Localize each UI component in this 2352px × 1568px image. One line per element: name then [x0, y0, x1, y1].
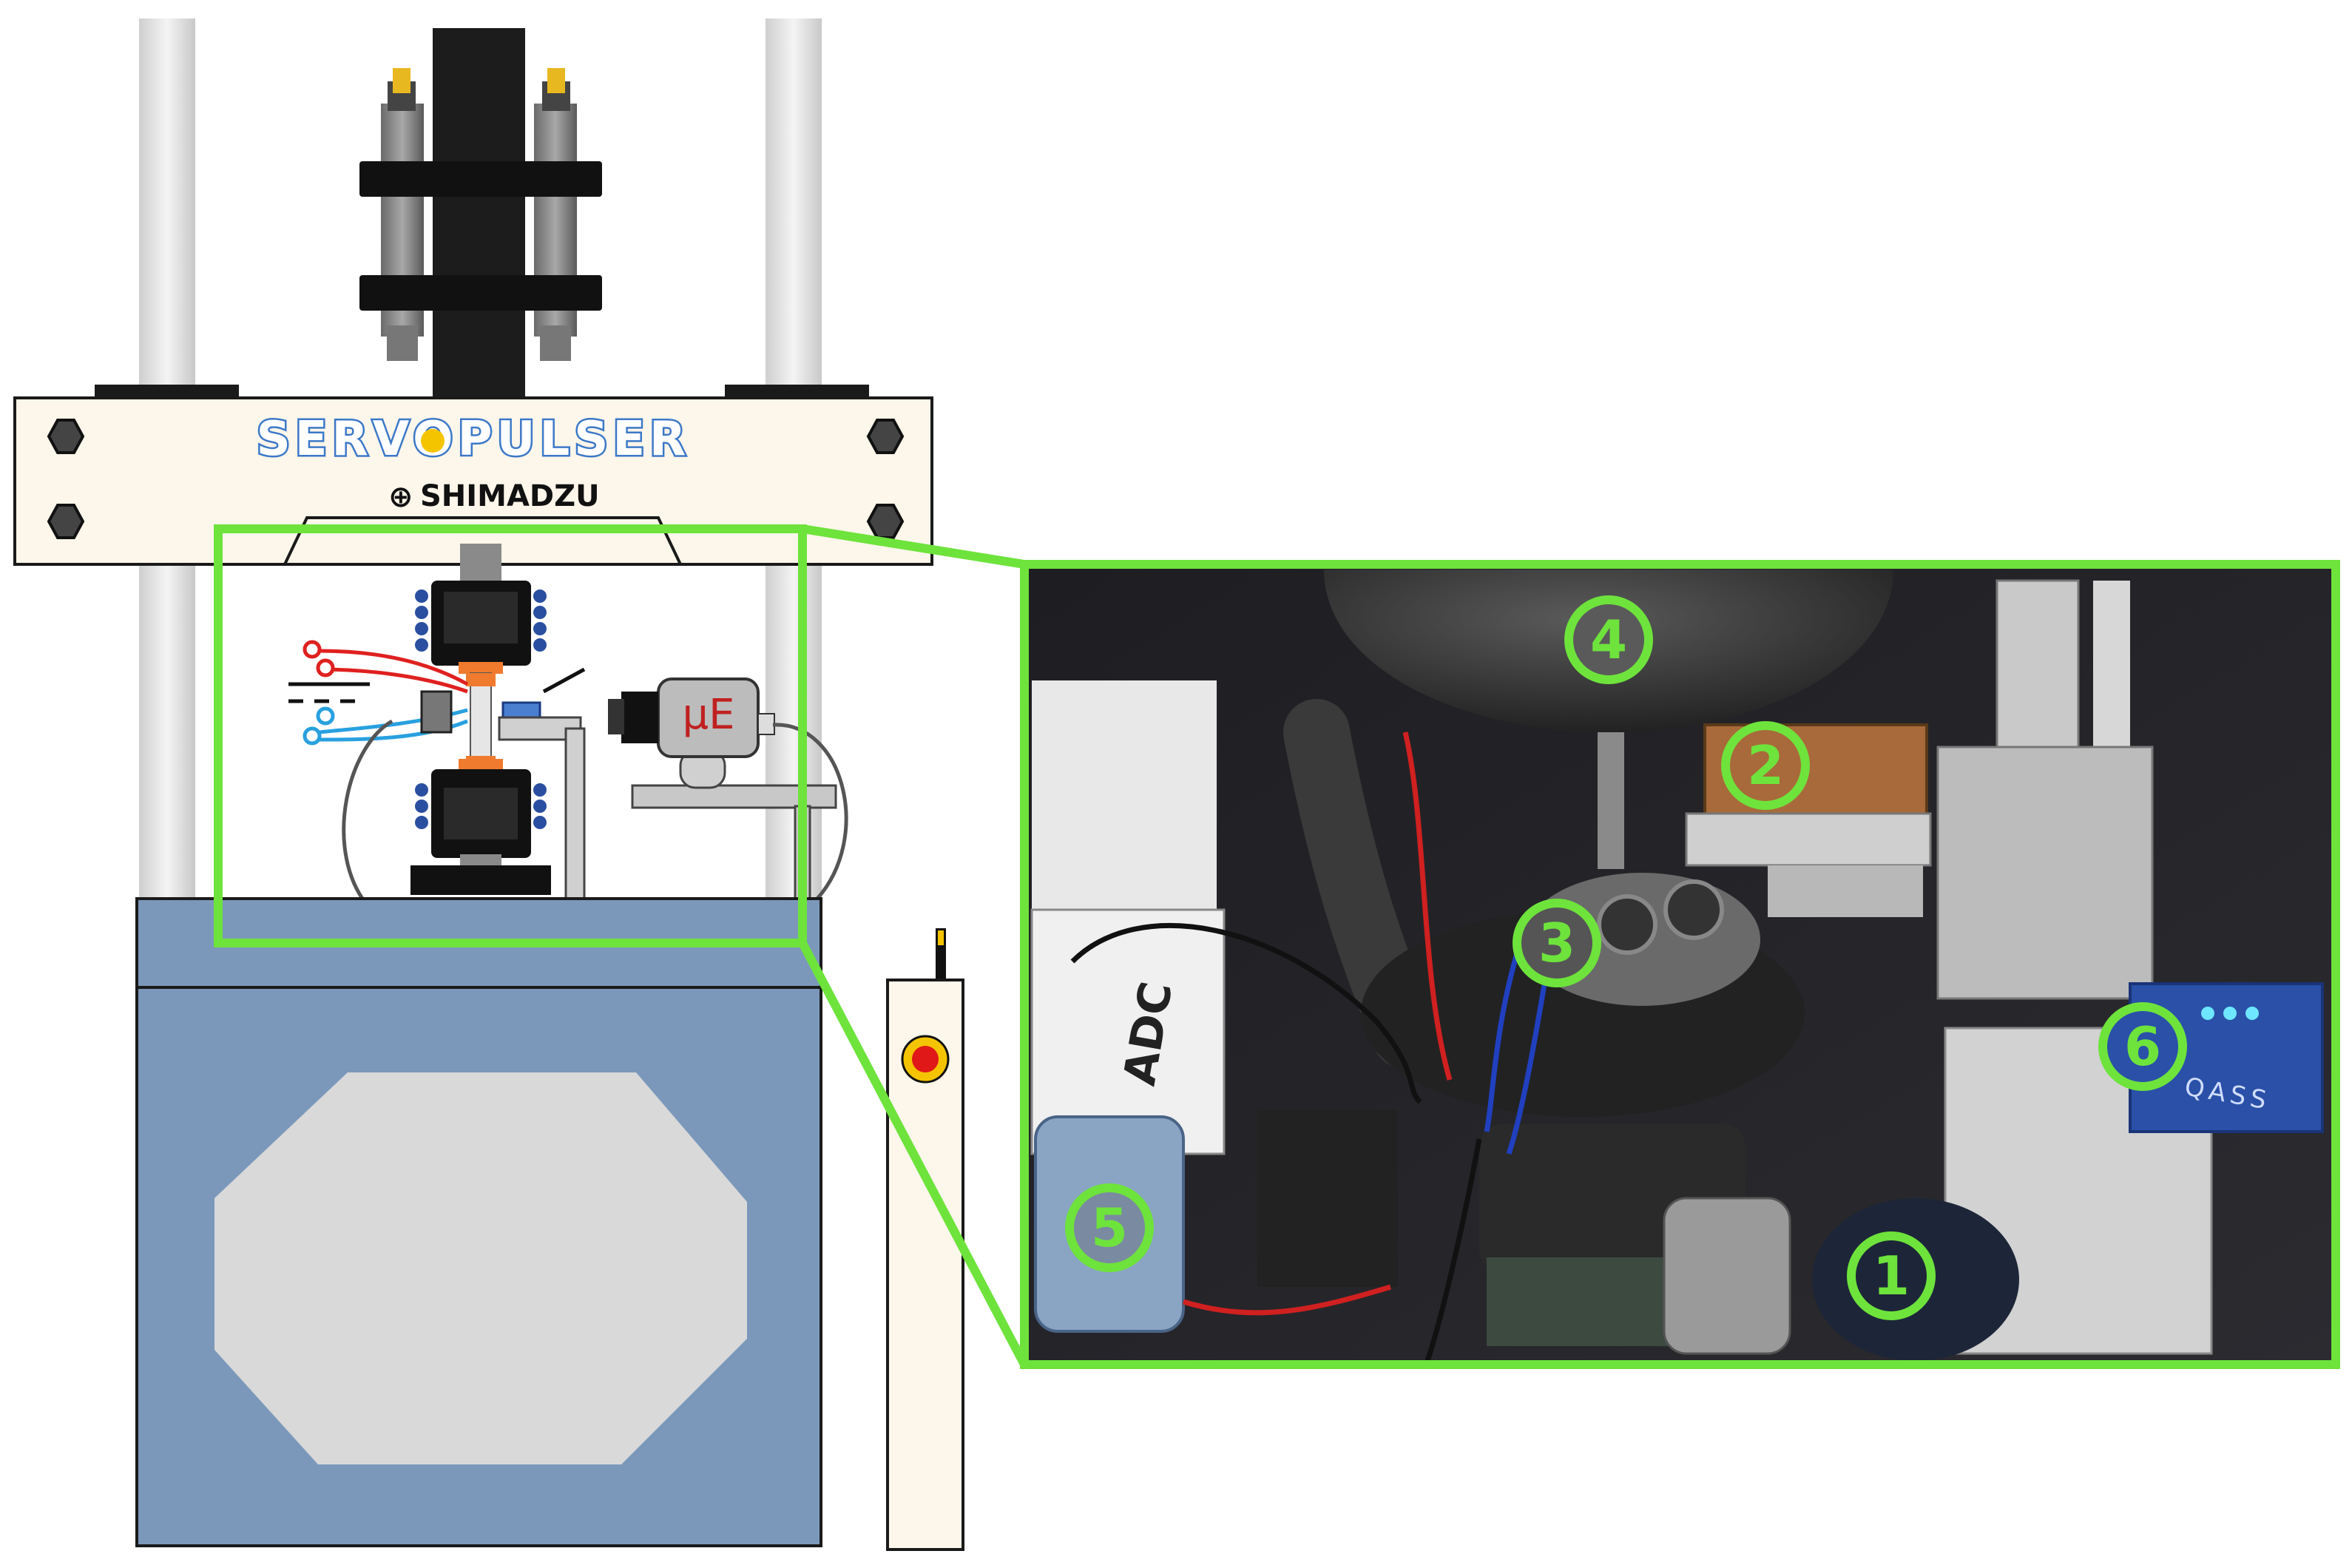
svg-text:1: 1: [1873, 1245, 1910, 1307]
callout-3: 3: [1513, 899, 1601, 987]
photo-frame: [1020, 560, 2340, 1369]
svg-text:4: 4: [1590, 609, 1627, 671]
daq-module: [1030, 908, 1226, 1155]
power-box: [1257, 1109, 1398, 1287]
manufacturer-logo: SHIMADZU: [420, 479, 600, 513]
zoom-connector-bottom: [798, 941, 1029, 1367]
machine-base: [135, 897, 822, 1547]
logo-dot-icon: [421, 429, 445, 453]
micro-epsilon-logo: μE: [682, 691, 734, 739]
testing-machine: SERVOPULSER ⊕ SHIMADZU: [13, 18, 964, 1551]
servopulser-logo: SERVOPULSER: [257, 412, 691, 467]
svg-text:6: 6: [2124, 1016, 2161, 1078]
zoom-region-box: [214, 524, 807, 947]
crosshead-bolts: [47, 419, 905, 539]
callout-1: 1: [1847, 1231, 1936, 1320]
svg-text:5: 5: [1091, 1197, 1128, 1259]
svg-text:2: 2: [1747, 734, 1784, 797]
emergency-stop-pendant[interactable]: [886, 928, 964, 1551]
actuator: [359, 28, 602, 398]
base-access-panel: [214, 1072, 747, 1464]
zoom-connector-top: [802, 524, 1025, 569]
ground-symbol-icon: [288, 682, 370, 703]
specimen: [466, 672, 496, 770]
shimadzu-logo-icon: ⊕: [388, 480, 413, 514]
svg-text:3: 3: [1538, 912, 1575, 974]
crosshead: SERVOPULSER ⊕ SHIMADZU: [13, 396, 933, 566]
photo-panel: ADC QASS: [1024, 564, 2336, 1365]
callout-5: 5: [1065, 1183, 1154, 1272]
upper-grip: [431, 544, 531, 674]
pyrometer-head: [420, 690, 453, 734]
callout-6: 6: [2098, 1002, 2187, 1091]
callout-2: 2: [1721, 721, 1810, 810]
callout-4: 4: [1564, 595, 1653, 684]
induction-coil: [415, 589, 547, 652]
lower-grip: [410, 759, 551, 895]
